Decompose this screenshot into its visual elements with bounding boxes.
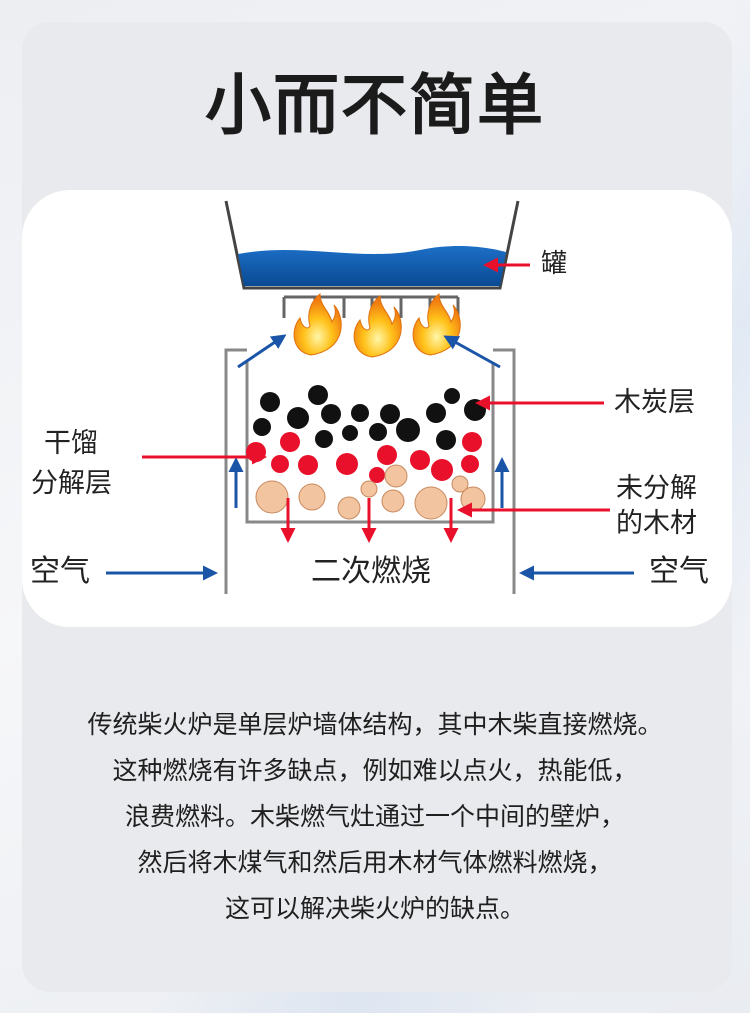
label-charcoal-layer: 木炭层: [614, 387, 695, 418]
flames: [293, 292, 461, 358]
label-undecomposed-wood-2: 的木材: [616, 508, 697, 539]
description-line: 这种燃烧有许多缺点，例如难以点火，热能低，: [112, 756, 638, 785]
page-title: 小而不简单: [205, 67, 545, 144]
description: 传统柴火炉是单层炉墙体结构，其中木柴直接燃烧。 这种燃烧有许多缺点，例如难以点火…: [0, 702, 750, 932]
flame-3: [412, 292, 461, 356]
label-secondary-combustion: 二次燃烧: [311, 554, 431, 589]
label-dry-distillation-1: 干馏: [44, 428, 98, 459]
flame-1: [293, 292, 342, 356]
label-air-right: 空气: [649, 554, 709, 589]
pot: [224, 200, 520, 290]
description-line: 然后将木煤气和然后用木材气体燃料燃烧，: [137, 848, 613, 877]
label-dry-distillation-2: 分解层: [31, 468, 112, 499]
flame-2: [353, 294, 402, 358]
airflow-arrows: [106, 334, 634, 581]
label-pot: 罐: [541, 249, 568, 279]
gas-flow-arrows: [280, 498, 459, 543]
label-undecomposed-wood-1: 未分解: [616, 473, 697, 504]
description-line: 这可以解决柴火炉的缺点。: [224, 894, 525, 923]
description-line: 浪费燃料。木柴燃气灶通过一个中间的壁炉，: [124, 802, 625, 831]
label-pointers: [142, 257, 610, 518]
charcoal-layer: [253, 385, 486, 450]
dry-distillation-layer: [246, 432, 482, 483]
label-air-left: 空气: [30, 554, 90, 589]
description-line: 传统柴火炉是单层炉墙体结构，其中木柴直接燃烧。: [87, 710, 663, 739]
